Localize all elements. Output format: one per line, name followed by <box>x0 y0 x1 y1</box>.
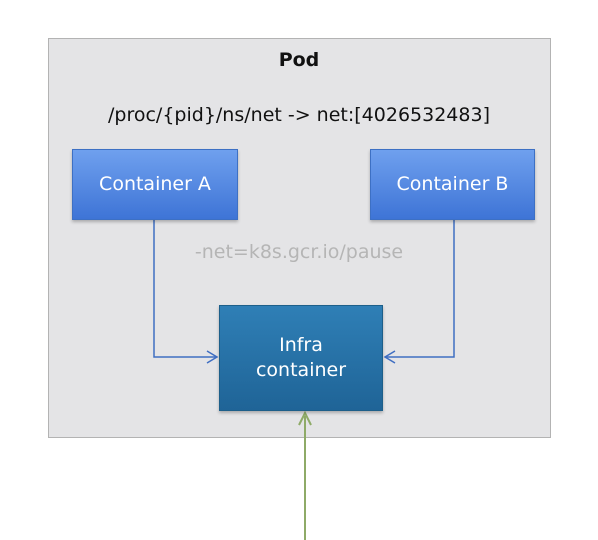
infra-container-box: Infra container <box>219 305 383 411</box>
container-a-box: Container A <box>72 149 238 220</box>
arrowhead-a-to-infra <box>206 350 219 364</box>
net-flag-label: -net=k8s.gcr.io/pause <box>194 241 404 263</box>
container-a-label: Container A <box>99 173 211 196</box>
pod-title: Pod <box>278 49 320 71</box>
arrow-b-to-infra <box>386 220 455 358</box>
arrowhead-b-to-infra <box>383 350 396 364</box>
network-namespace-label: /proc/{pid}/ns/net -> net:[4026532483] <box>108 104 490 126</box>
infra-container-label: Infra container <box>255 334 347 381</box>
arrow-a-to-infra <box>153 220 216 358</box>
container-b-box: Container B <box>370 149 535 220</box>
container-b-label: Container B <box>396 173 509 196</box>
arrowhead-external-to-infra <box>298 410 312 426</box>
